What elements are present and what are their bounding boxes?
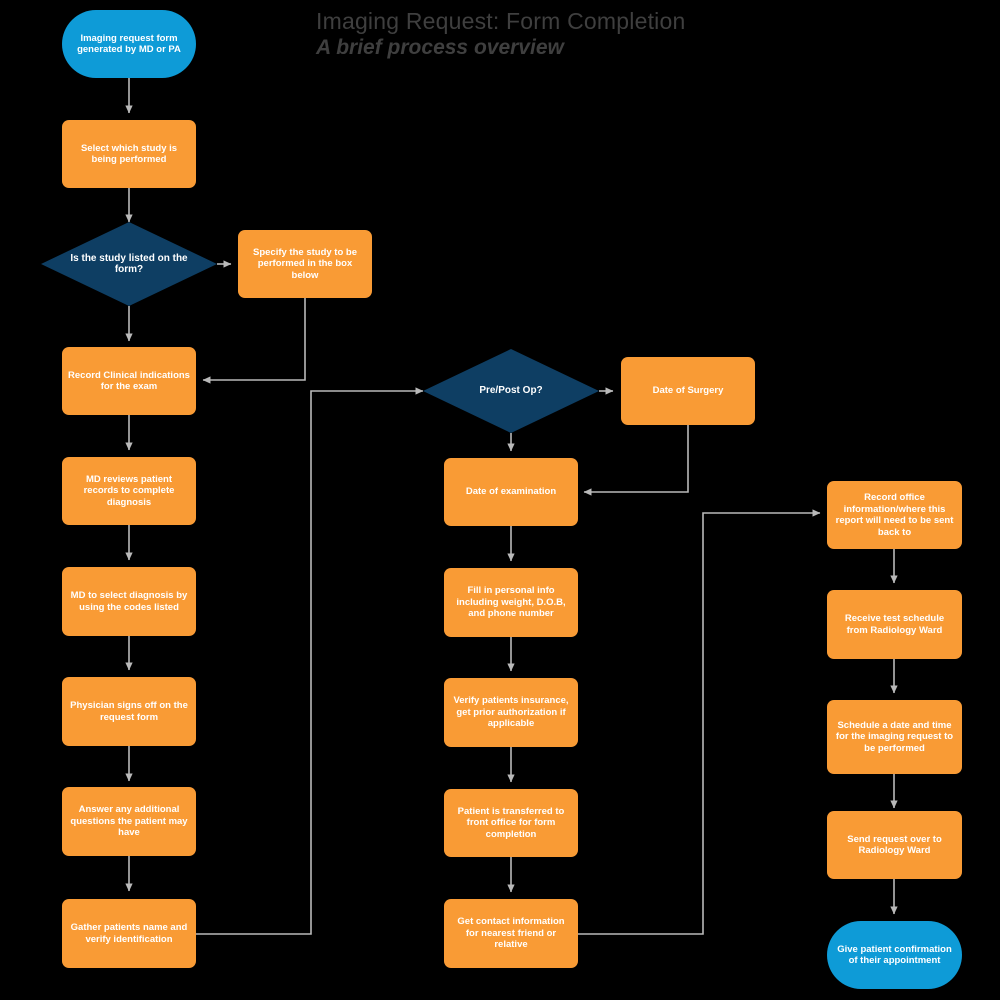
node-label: Record office information/where this rep… bbox=[835, 492, 954, 538]
node-record-clinical-indications[interactable]: Record Clinical indications for the exam bbox=[62, 347, 196, 415]
node-select-study[interactable]: Select which study is being performed bbox=[62, 120, 196, 188]
node-label: Patient is transferred to front office f… bbox=[457, 805, 565, 840]
node-md-reviews-records[interactable]: MD reviews patient records to complete d… bbox=[62, 457, 196, 525]
edge-n17-n18 bbox=[578, 509, 821, 935]
node-imaging-request-start[interactable]: Imaging request form generated by MD or … bbox=[62, 10, 196, 78]
node-answer-questions[interactable]: Answer any additional questions the pati… bbox=[62, 787, 196, 856]
node-label: Pre/Post Op? bbox=[479, 385, 543, 397]
node-gather-patient-name[interactable]: Gather patients name and verify identifi… bbox=[62, 899, 196, 968]
node-label: Give patient confirmation of their appoi… bbox=[837, 943, 952, 967]
node-label: Receive test schedule from Radiology War… bbox=[844, 613, 945, 636]
node-date-of-surgery[interactable]: Date of Surgery bbox=[621, 357, 755, 425]
node-decision-pre-post-op[interactable]: Pre/Post Op? bbox=[423, 349, 599, 433]
node-label: Specify the study to be performed in the… bbox=[253, 246, 357, 281]
node-physician-signs-off[interactable]: Physician signs off on the request form bbox=[62, 677, 196, 746]
node-label: Send request over to Radiology Ward bbox=[847, 833, 942, 857]
node-label: Date of examination bbox=[465, 486, 557, 498]
node-label: Fill in personal info including weight, … bbox=[456, 585, 566, 620]
node-verify-insurance[interactable]: Verify patients insurance, get prior aut… bbox=[444, 678, 578, 747]
edge-n12-n13 bbox=[583, 425, 689, 496]
node-receive-test-schedule[interactable]: Receive test schedule from Radiology War… bbox=[827, 590, 962, 659]
node-label: Gather patients name and verify identifi… bbox=[70, 922, 188, 945]
node-label: Record Clinical indications for the exam bbox=[68, 369, 190, 393]
edge-n10-n11 bbox=[196, 387, 424, 935]
node-label: Get contact information for nearest frie… bbox=[457, 916, 565, 951]
node-label: Physician signs off on the request form bbox=[70, 700, 188, 723]
node-patient-transferred[interactable]: Patient is transferred to front office f… bbox=[444, 789, 578, 857]
node-send-request-radiology[interactable]: Send request over to Radiology Ward bbox=[827, 811, 962, 879]
node-label: Is the study listed on the form? bbox=[70, 252, 188, 276]
node-date-of-examination[interactable]: Date of examination bbox=[444, 458, 578, 526]
edge-n4-n5 bbox=[202, 298, 306, 384]
node-schedule-date-time[interactable]: Schedule a date and time for the imaging… bbox=[827, 700, 962, 774]
node-label: Date of Surgery bbox=[652, 385, 724, 397]
node-label: MD reviews patient records to complete d… bbox=[83, 473, 175, 508]
node-label: MD to select diagnosis by using the code… bbox=[70, 590, 188, 613]
page-subtitle: A brief process overview bbox=[316, 36, 564, 59]
node-label: Verify patients insurance, get prior aut… bbox=[453, 695, 569, 730]
node-md-select-diagnosis[interactable]: MD to select diagnosis by using the code… bbox=[62, 567, 196, 636]
node-label: Imaging request form generated by MD or … bbox=[77, 32, 181, 56]
node-give-patient-confirmation-end[interactable]: Give patient confirmation of their appoi… bbox=[827, 921, 962, 989]
node-label: Select which study is being performed bbox=[80, 142, 178, 166]
chart-header: Imaging Request: Form Completion A brief… bbox=[316, 8, 685, 61]
page-title: Imaging Request: Form Completion bbox=[316, 8, 686, 34]
node-fill-personal-info[interactable]: Fill in personal info including weight, … bbox=[444, 568, 578, 637]
node-get-contact-information[interactable]: Get contact information for nearest frie… bbox=[444, 899, 578, 968]
node-decision-study-listed[interactable]: Is the study listed on the form? bbox=[41, 222, 217, 306]
node-specify-study[interactable]: Specify the study to be performed in the… bbox=[238, 230, 372, 298]
node-label: Answer any additional questions the pati… bbox=[70, 804, 188, 839]
node-label: Schedule a date and time for the imaging… bbox=[835, 719, 954, 754]
node-record-office-information[interactable]: Record office information/where this rep… bbox=[827, 481, 962, 549]
